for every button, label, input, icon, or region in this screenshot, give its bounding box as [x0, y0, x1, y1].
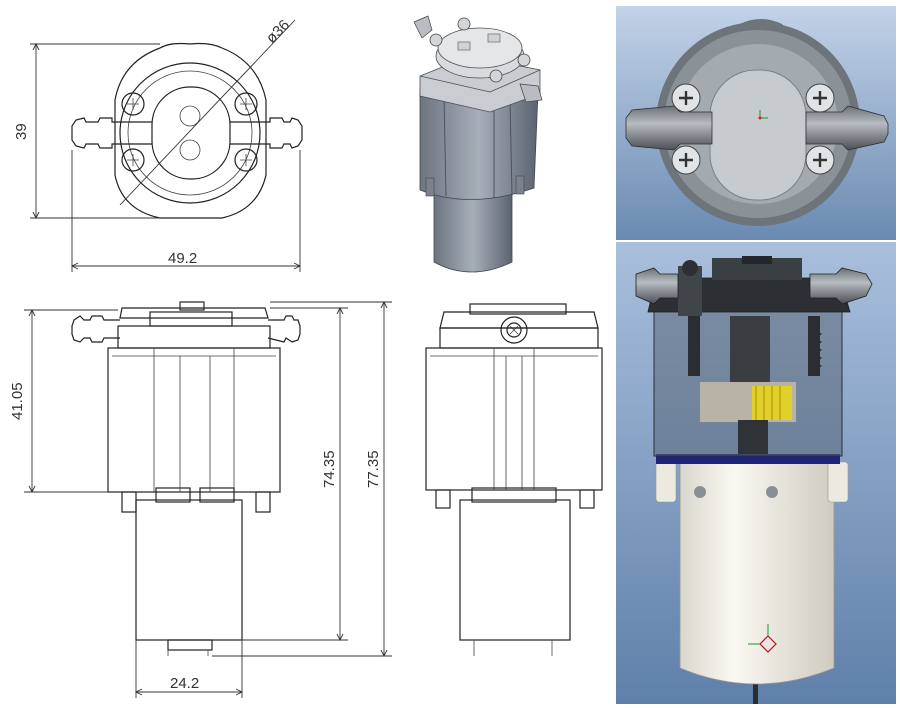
front-view-drawing: [24, 300, 392, 698]
motor-width-label: 24.2: [170, 675, 199, 692]
isometric-pump-render: [413, 15, 543, 273]
rendered-cutaway-panel: [616, 242, 896, 704]
total-height-label: 77.35: [365, 450, 382, 488]
rendered-top-view-panel: [616, 6, 896, 240]
height-39-label: 39: [13, 123, 30, 140]
pump-head-height-label: 41.05: [9, 382, 26, 420]
screw-icon: [671, 83, 835, 175]
top-view-drawing: [30, 19, 303, 272]
body-height-label: 74.35: [321, 450, 338, 488]
diameter-label: ø36: [263, 17, 293, 47]
width-49-2-label: 49.2: [168, 250, 197, 267]
screw-icon: [121, 92, 258, 172]
side-view-drawing: [425, 303, 603, 656]
